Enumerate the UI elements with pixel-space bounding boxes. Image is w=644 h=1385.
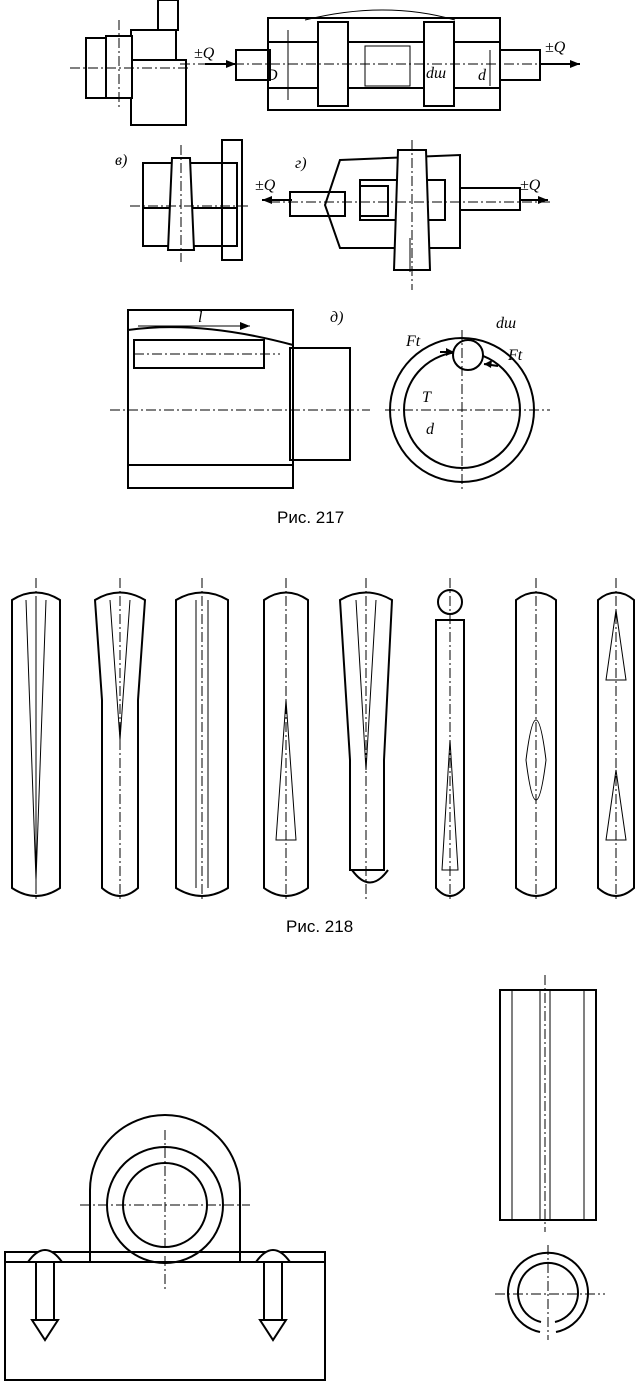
subfigure-label: г): [295, 155, 307, 172]
joint-a: [70, 0, 190, 126]
bearing-housing-assembly: [4, 1114, 326, 1381]
force-label: ±Q: [255, 177, 276, 194]
joint-d-section: [110, 309, 370, 489]
dimension-label: T: [422, 389, 432, 406]
force-label: Ft: [507, 347, 523, 364]
rivet-left: [26, 1249, 64, 1342]
dimension-label: d: [478, 67, 487, 84]
subfigure-label: д): [330, 309, 343, 326]
rivet-right: [254, 1249, 292, 1342]
dimension-label: dш: [496, 315, 516, 332]
figure-217: ±Q ±Q D dш d в): [70, 0, 580, 527]
split-sleeve: [495, 975, 605, 1340]
dimension-label: dш: [426, 65, 446, 82]
grooved-pin: [597, 578, 635, 900]
force-label: ±Q: [520, 177, 541, 194]
grooved-pin: [435, 578, 465, 900]
grooved-pin: [11, 578, 61, 900]
force-label: ±Q: [194, 45, 215, 62]
dimension-label: l: [198, 309, 203, 326]
dimension-label: d: [426, 421, 435, 438]
joint-v: [130, 139, 250, 262]
joint-d-circle: [385, 330, 550, 490]
figure-218: Рис. 218: [11, 578, 635, 936]
dimension-label: D: [265, 67, 278, 84]
grooved-pin: [338, 578, 394, 900]
figure-caption: Рис. 217: [277, 508, 344, 527]
force-label: ±Q: [545, 39, 566, 56]
figure-caption: Рис. 218: [286, 917, 353, 936]
joint-g: [262, 140, 550, 290]
grooved-pin: [515, 578, 557, 900]
force-label: Ft: [405, 333, 421, 350]
grooved-pin: [175, 578, 229, 900]
subfigure-label: в): [115, 152, 127, 169]
grooved-pin: [263, 578, 309, 900]
coupling-b: [180, 9, 580, 111]
grooved-pin: [93, 578, 147, 900]
